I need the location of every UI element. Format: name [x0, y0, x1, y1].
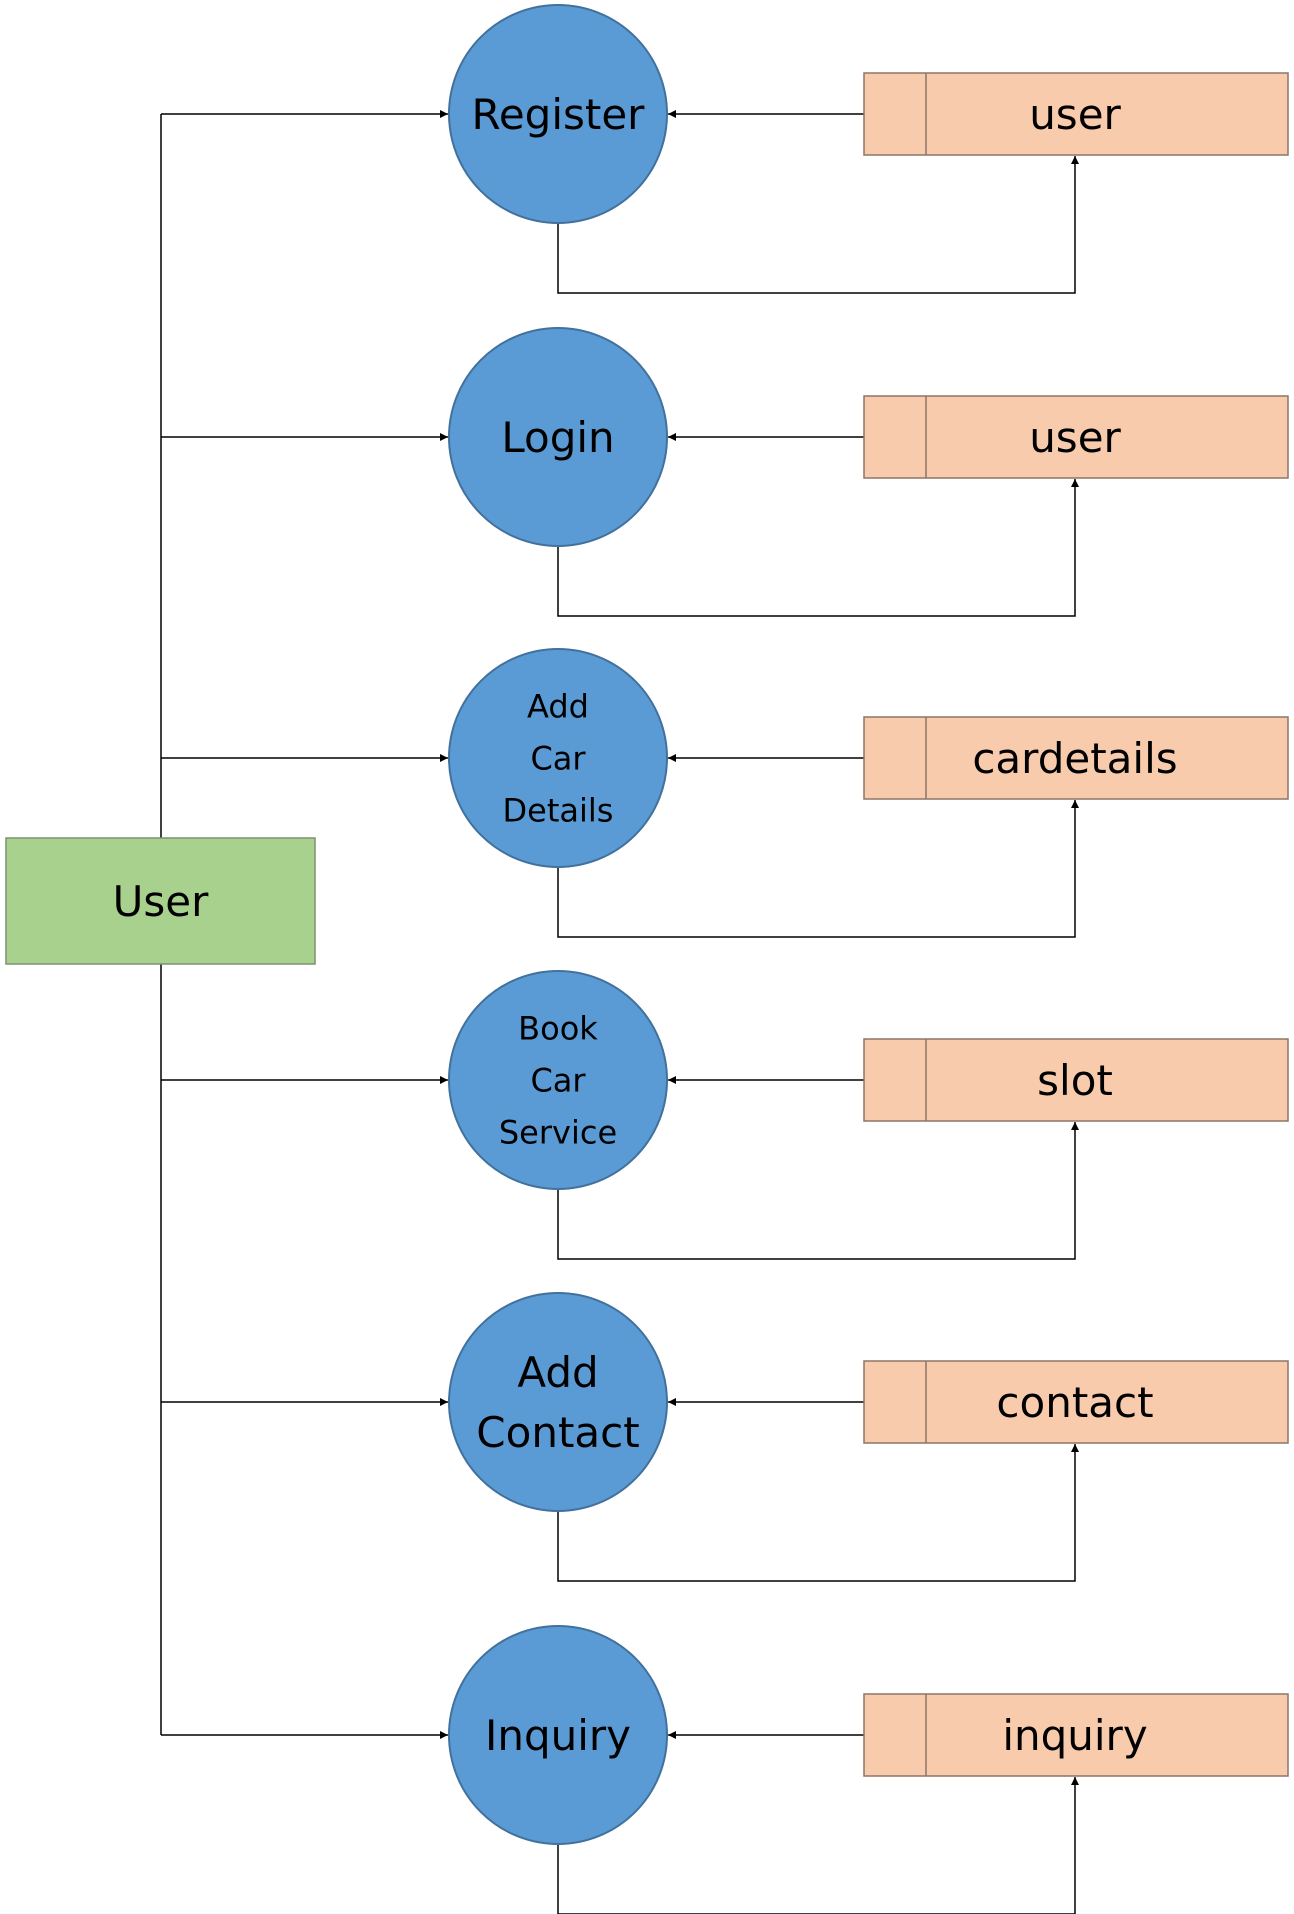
data-store-box: [863, 1360, 1289, 1444]
flow-add-contact-to-store: [557, 1444, 1079, 1582]
data-store-label: user: [1029, 90, 1121, 139]
process-label: Register: [472, 90, 646, 139]
process-circle: [448, 970, 668, 1190]
data-store-box: [863, 395, 1289, 479]
process-label: Login: [501, 413, 614, 462]
data-store-box: [863, 72, 1289, 156]
process-circle: [448, 1625, 668, 1845]
process-label: Inquiry: [485, 1711, 631, 1760]
flow-login-to-store: [557, 479, 1079, 617]
flow-book-car-service-to-store: [557, 1122, 1079, 1260]
data-store-label: contact: [996, 1378, 1153, 1427]
flow-register-to-store: [557, 156, 1079, 294]
process-label-line: Inquiry: [485, 1711, 631, 1760]
process-label-line: Add: [527, 688, 589, 726]
process-label-line: Contact: [476, 1408, 639, 1457]
process-circle: [448, 4, 668, 224]
process-label-line: Car: [530, 1062, 586, 1100]
user-entity-box: [5, 837, 316, 965]
user-entity-label: User: [113, 877, 209, 926]
data-store-box: [863, 1038, 1289, 1122]
flow-lines: [160, 110, 1079, 1914]
flow-add-car-details-to-store: [557, 800, 1079, 938]
data-store-box: [863, 1693, 1289, 1777]
data-store-label: inquiry: [1002, 1711, 1147, 1760]
flow-inquiry-to-store: [557, 1777, 1079, 1914]
process-circle: [448, 648, 668, 868]
process-label-line: Register: [472, 90, 646, 139]
process-label-line: Car: [530, 740, 586, 778]
data-store-box: [863, 716, 1289, 800]
process-label-line: Login: [501, 413, 614, 462]
process-label-line: Details: [503, 792, 614, 830]
process-label-line: Book: [518, 1010, 598, 1048]
data-store-label: user: [1029, 413, 1121, 462]
data-store-label: slot: [1037, 1056, 1113, 1105]
process-label-line: Service: [499, 1114, 617, 1152]
data-store-label: cardetails: [972, 734, 1177, 783]
process-circle: [448, 327, 668, 547]
process-label-line: Add: [517, 1348, 598, 1397]
process-circle: [448, 1292, 668, 1512]
